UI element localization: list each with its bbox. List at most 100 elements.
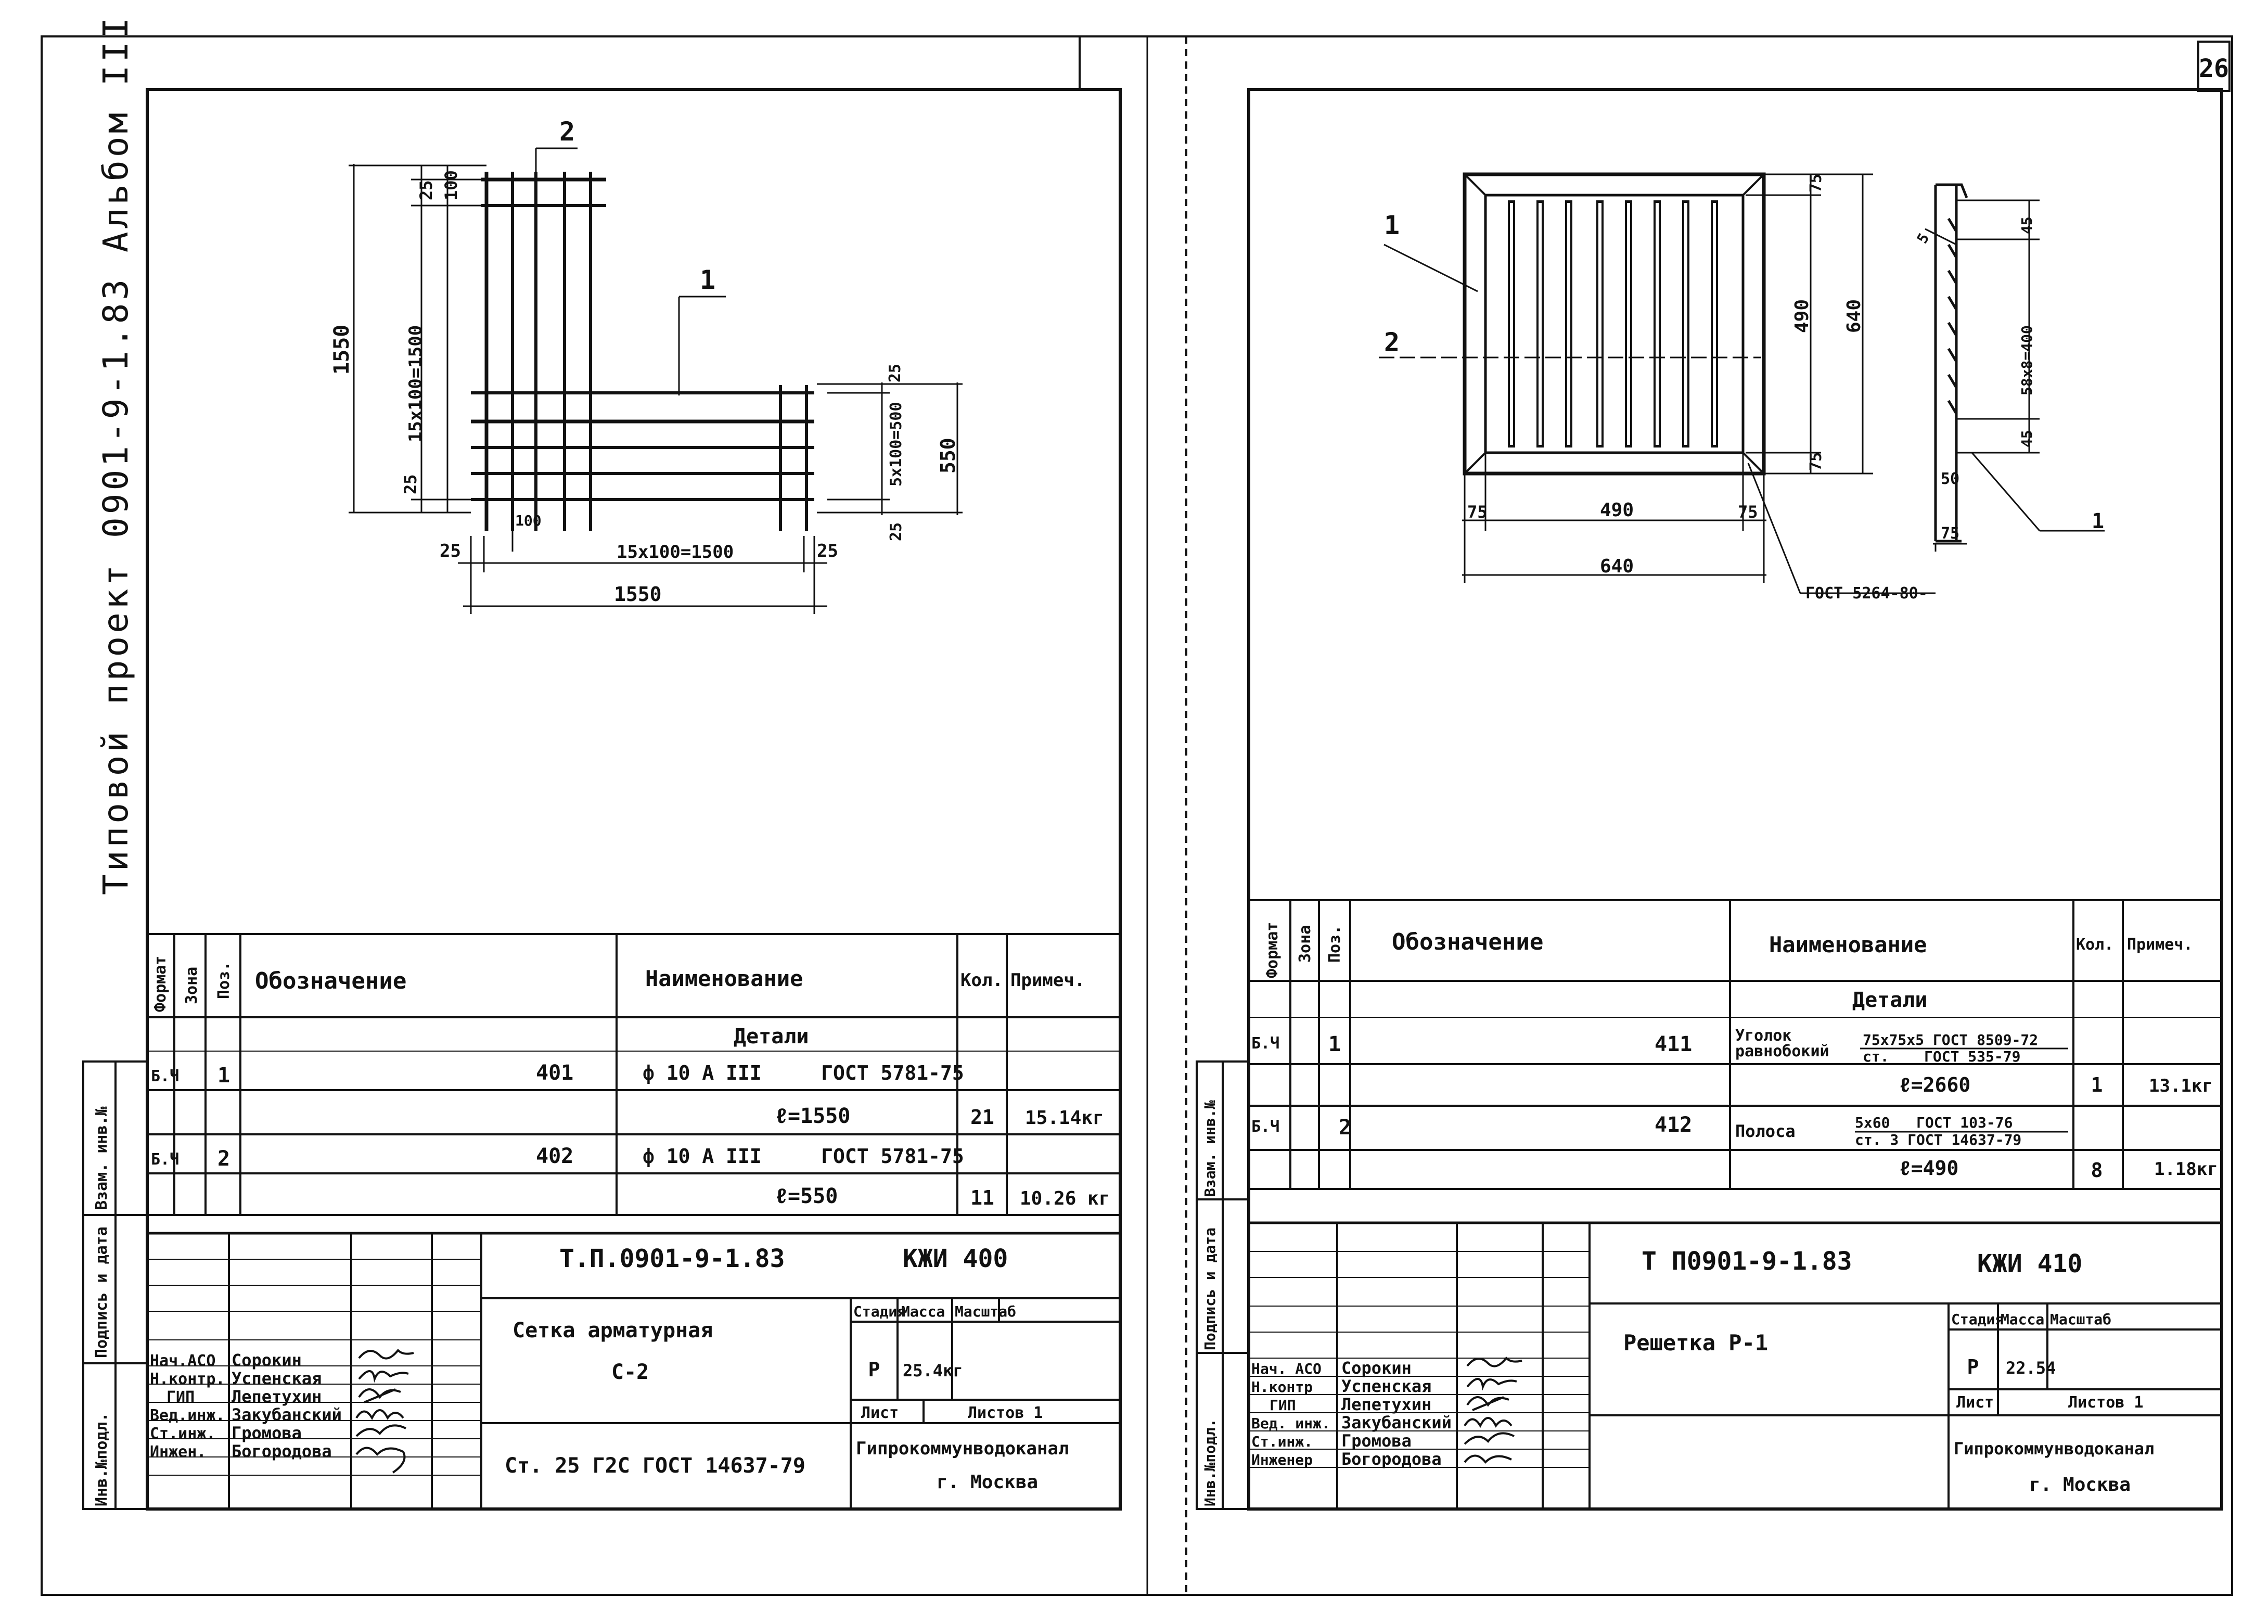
row1-frac-bottom: ст. ГОСТ 535-79 [1863, 1048, 2020, 1065]
left-sheet: 2 1 25 100 1550 15x100=1500 25 25 5x100=… [82, 88, 1122, 1511]
grating-drawing-r1 [1379, 172, 2105, 594]
item-name: Сетка арматурная [512, 1319, 713, 1342]
callout-2: 2 [559, 117, 575, 147]
col-qty: Кол. [960, 970, 1003, 991]
item-name: Решетка Р-1 [1623, 1330, 1768, 1356]
dim-right-25b: 25 [887, 522, 905, 541]
staff-role: Ст.инж. [1251, 1433, 1313, 1450]
staff-name: Закубанский [232, 1405, 342, 1425]
dim-15x100-horizontal: 15x100=1500 [617, 542, 734, 562]
dim-75-left: 75 [1467, 502, 1488, 522]
doc-number: КЖИ 400 [903, 1244, 1008, 1273]
dim-45-top: 45 [2018, 216, 2035, 234]
row3-pos: 2 [1339, 1116, 1351, 1140]
title-block-left [147, 1232, 1120, 1509]
row3-format: Б.Ч [151, 1150, 179, 1169]
spec-table-left-text: Формат Зона Поз. Обозначение Наименовани… [151, 956, 1110, 1209]
album-label: Типовой проект 0901-9-1.83 Альбом III [96, 15, 136, 895]
col-zone: Зона [1296, 925, 1314, 963]
row2-name: ℓ=1550 [775, 1104, 850, 1128]
col-note: Примеч. [1010, 970, 1085, 991]
spec-table-left [147, 933, 1120, 1216]
material-spec: Ст. 25 Г2С ГОСТ 14637-79 [505, 1454, 805, 1478]
grating-dimensions: 1 2 1 75 490 640 75 75 490 75 640 ГОСТ 5… [1384, 174, 2104, 603]
dim-640-vertical: 640 [1843, 299, 1865, 333]
row4-note: 1.18кг [2154, 1159, 2218, 1180]
row3-frac-bottom: ст. 3 ГОСТ 14637-79 [1855, 1131, 2021, 1148]
row2-qty: 21 [970, 1106, 994, 1129]
mesh-dimensions: 2 1 25 100 1550 15x100=1500 25 25 5x100=… [330, 117, 959, 606]
staff-role: ГИП [166, 1388, 195, 1406]
sheets-header: Листов 1 [968, 1404, 1043, 1422]
staff-name: Успенская [232, 1369, 322, 1388]
side-label-replace: Взам. инв.№ [93, 1106, 111, 1210]
row4-qty: 8 [2091, 1159, 2103, 1182]
row4-note: 10.26 кг [1020, 1188, 1110, 1209]
left-sheet-frame [146, 88, 1122, 1511]
spec-table-right [1249, 899, 2222, 1190]
row4-name: ℓ=490 [1899, 1157, 1958, 1180]
side-label-inv: Инв.№подл. [93, 1412, 111, 1506]
dim-75-right: 75 [1738, 502, 1758, 522]
row1-designation: 411 [1655, 1032, 1692, 1056]
row1-designation: 401 [536, 1061, 573, 1085]
staff-name: Сорокин [232, 1350, 302, 1370]
staff-name: Громова [232, 1423, 302, 1443]
row3-designation: 402 [536, 1144, 573, 1168]
col-zone: Зона [183, 967, 201, 1004]
staff-role: Вед. инж. [1251, 1415, 1330, 1432]
dim-50: 50 [1941, 470, 1959, 488]
col-qty: Кол. [2076, 936, 2113, 954]
row1-name: ф 10 А III ГОСТ 5781-75 [643, 1062, 964, 1084]
scale-header: Масштаб [955, 1303, 1016, 1320]
mesh-drawing-c2 [349, 147, 963, 614]
staff-role: Н.контр [1251, 1378, 1313, 1396]
dim-15x100-vertical: 15x100=1500 [405, 325, 426, 442]
row1-format: Б.Ч [151, 1067, 179, 1085]
staff-role: Ст.инж. [150, 1425, 215, 1443]
dim-490-vertical: 490 [1791, 299, 1813, 333]
row2-qty: 1 [2091, 1073, 2103, 1096]
staff-role: Нач. АСО [1251, 1360, 1322, 1377]
dim-640-horizontal: 640 [1600, 556, 1634, 577]
staff-role: Нач.АСО [150, 1352, 215, 1370]
dim-1550-vertical: 1550 [330, 325, 354, 375]
org-city: г. Москва [2029, 1474, 2131, 1495]
sheet-header: Лист [861, 1404, 899, 1422]
sheet-header: Лист [1956, 1393, 1994, 1412]
dim-bottom-25b: 25 [817, 541, 838, 561]
mass-header: Масса [2001, 1311, 2044, 1328]
row1-name-b: равнобокий [1735, 1042, 1829, 1060]
callout-1-section: 1 [2092, 509, 2104, 533]
right-sheet-frame [1247, 88, 2223, 1511]
row4-name: ℓ=550 [775, 1184, 838, 1208]
sheets-header: Листов 1 [2068, 1393, 2144, 1412]
col-designation: Обозначение [255, 968, 406, 994]
item-mark: С-2 [611, 1360, 649, 1384]
title-block-right-text: Т П0901-9-1.83 КЖИ 410 Решетка Р-1 Стади… [1251, 1247, 2154, 1495]
stage-value: Р [868, 1358, 880, 1381]
mass-value: 25.4кг [903, 1361, 963, 1380]
staff-name: Громова [1341, 1431, 1412, 1451]
row3-name: ф 10 А III ГОСТ 5781-75 [643, 1145, 964, 1168]
staff-role: Вед.инж. [150, 1406, 225, 1425]
scale-header: Масштаб [2050, 1311, 2111, 1328]
dim-5x100: 5x100=500 [887, 402, 905, 487]
row3-name-a: Полоса [1735, 1121, 1796, 1141]
org-name: Гипрокоммунводоканал [1954, 1439, 2154, 1459]
dim-25-vertical: 25 [401, 474, 420, 494]
staff-role: Инженер [1251, 1451, 1313, 1468]
signatures-left [355, 1349, 414, 1474]
section-details: Детали [1852, 988, 1928, 1012]
dim-bottom-25: 25 [440, 541, 461, 561]
staff-name: Лепетухин [1341, 1395, 1431, 1414]
dim-550: 550 [937, 438, 959, 474]
row2-name: ℓ=2660 [1899, 1073, 1970, 1096]
row1-pos: 1 [217, 1064, 230, 1088]
dim-bottom-100: 100 [515, 512, 542, 529]
col-pos: Поз. [215, 962, 233, 999]
row2-note: 15.14кг [1025, 1107, 1104, 1129]
side-label-sign: Подпись и дата [1201, 1227, 1219, 1350]
col-format: Формат [151, 956, 170, 1012]
